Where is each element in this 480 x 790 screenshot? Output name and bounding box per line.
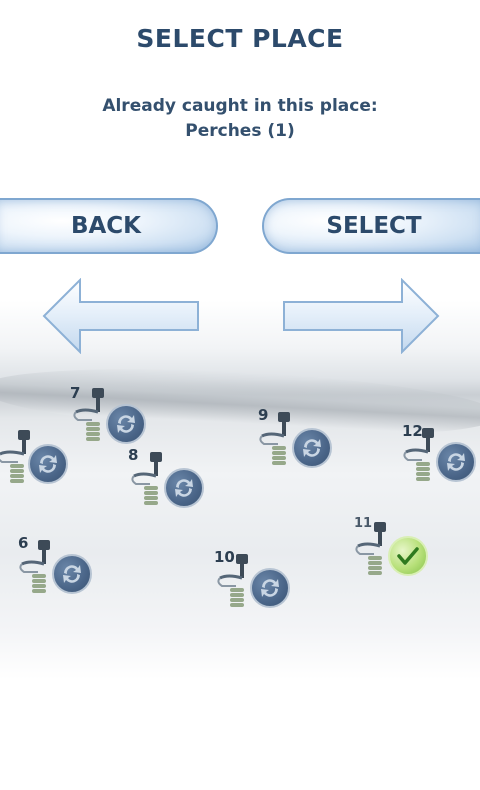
place-number: 9	[258, 406, 269, 424]
swap-badge-icon[interactable]	[250, 568, 290, 608]
checkmark-badge-icon[interactable]	[388, 536, 428, 576]
fishing-rod-icon	[19, 540, 50, 593]
place-number: 11	[354, 516, 373, 531]
swap-badge-icon[interactable]	[292, 428, 332, 468]
place-11[interactable]: 11	[352, 516, 442, 586]
select-button[interactable]: SELECT	[262, 198, 480, 254]
back-button[interactable]: BACK	[0, 198, 218, 254]
place-number: 6	[18, 534, 29, 552]
fishing-rod-icon	[73, 388, 104, 441]
fishing-rod-icon	[355, 522, 386, 575]
place-9[interactable]: 9	[256, 406, 346, 476]
caught-label: Already caught in this place:	[102, 96, 378, 116]
place-7[interactable]: 7	[70, 382, 160, 452]
page-title: SELECT PLACE	[136, 24, 344, 53]
swap-badge-icon[interactable]	[28, 444, 68, 484]
place-number: 12	[402, 422, 423, 440]
fishing-rod-icon	[217, 554, 248, 607]
fishing-rod-icon	[403, 428, 434, 481]
fishing-rod-icon	[131, 452, 162, 505]
place-6[interactable]: 6	[16, 534, 106, 604]
place-8[interactable]: 8	[128, 446, 218, 516]
swap-badge-icon[interactable]	[52, 554, 92, 594]
place-number: 8	[128, 446, 139, 464]
place-10[interactable]: 10	[214, 548, 304, 618]
place-12[interactable]: 12	[400, 422, 480, 492]
select-button-label: SELECT	[326, 213, 422, 239]
arrow-left-icon[interactable]	[42, 278, 200, 354]
back-button-label: BACK	[70, 213, 142, 239]
place-1[interactable]: 1	[0, 424, 78, 494]
swap-badge-icon[interactable]	[436, 442, 476, 482]
fishing-rod-icon	[259, 412, 290, 465]
place-number: 7	[70, 384, 81, 402]
place-number: 10	[214, 548, 235, 566]
caught-value: Perches (1)	[185, 121, 295, 141]
swap-badge-icon[interactable]	[106, 404, 146, 444]
swap-badge-icon[interactable]	[164, 468, 204, 508]
arrow-right-icon[interactable]	[282, 278, 440, 354]
fishing-rod-icon	[0, 430, 30, 483]
